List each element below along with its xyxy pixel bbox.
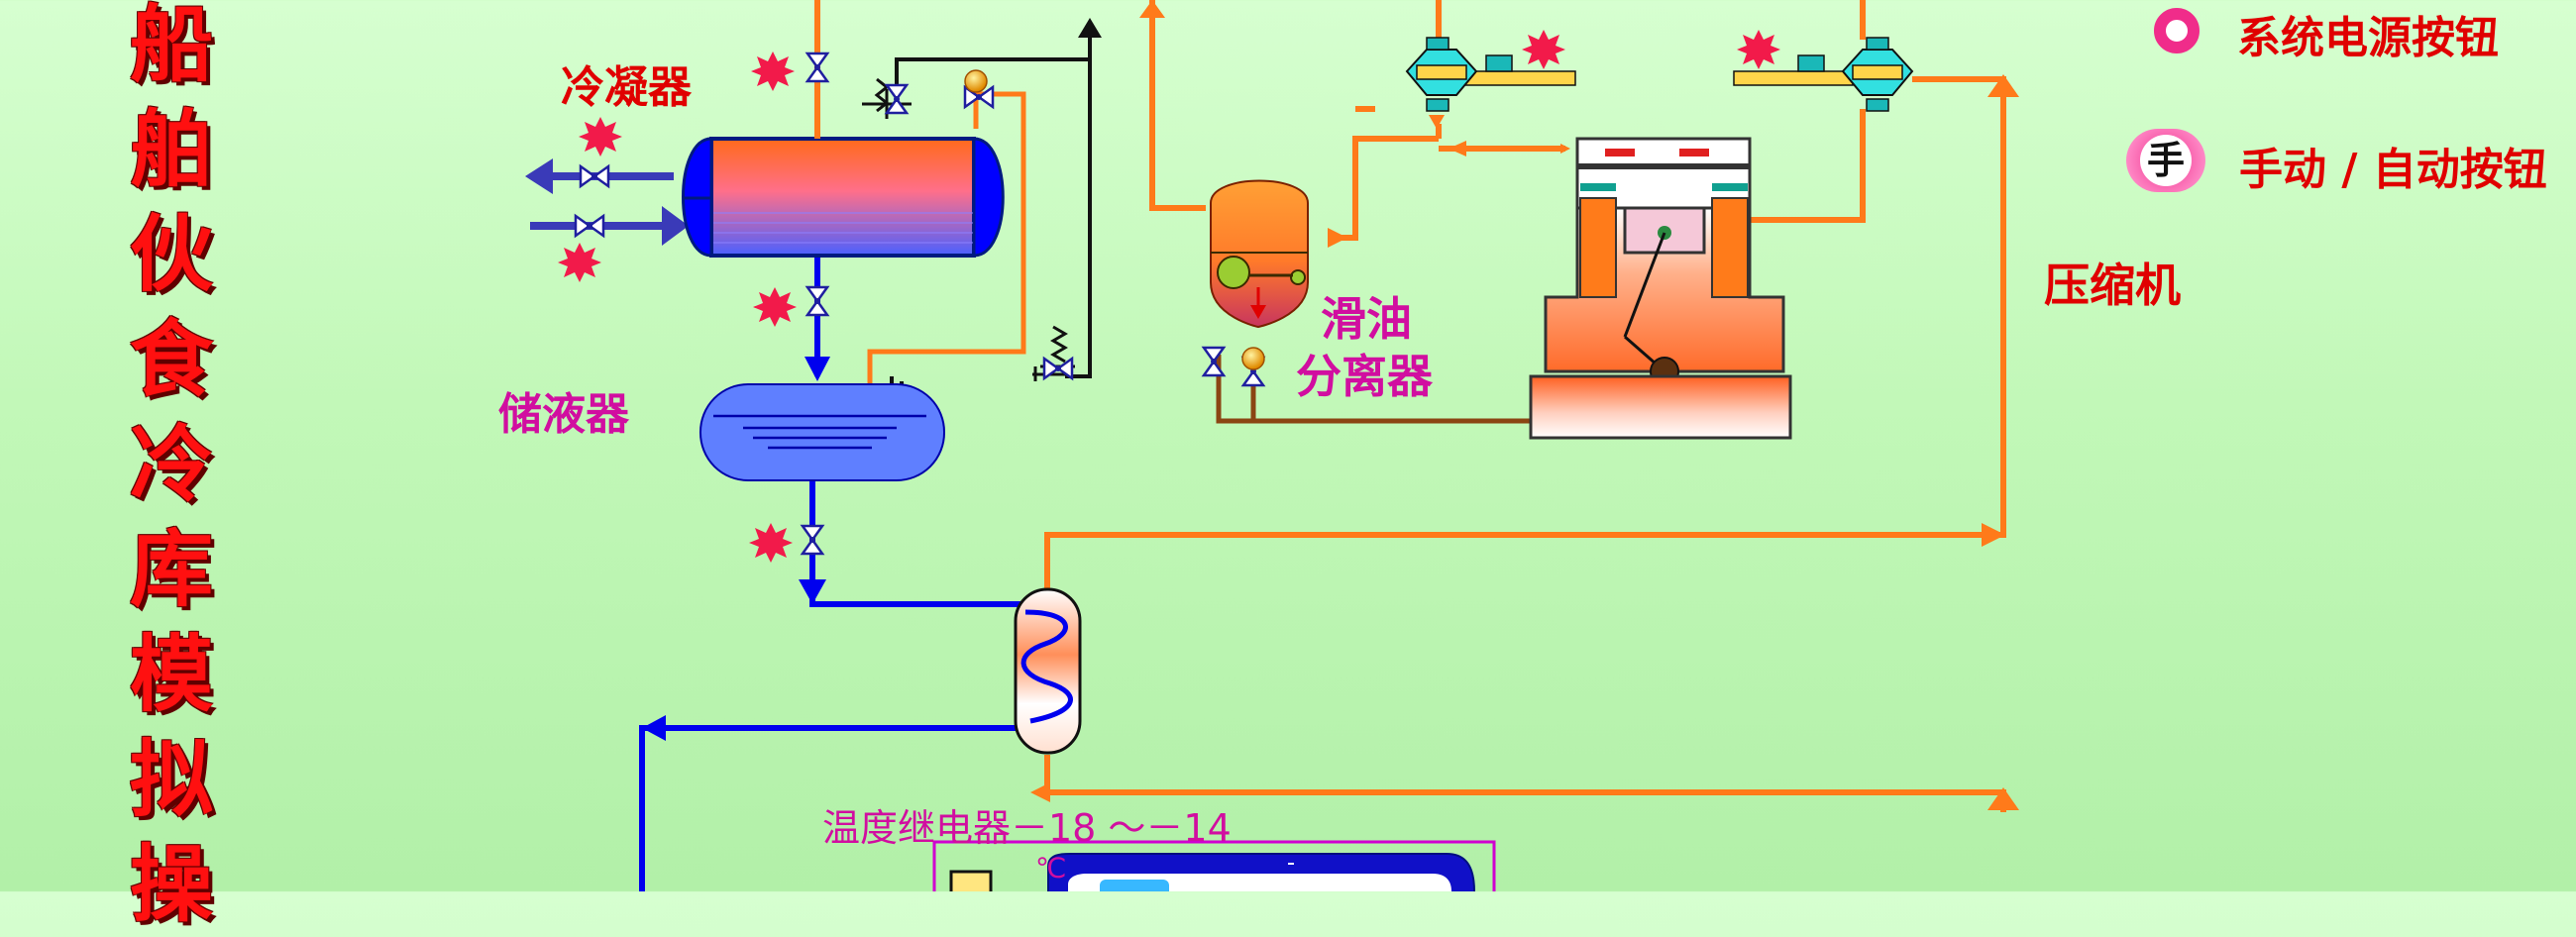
oil-separator bbox=[1210, 179, 1309, 329]
operation-point-icon[interactable] bbox=[753, 287, 797, 327]
valve-icon bbox=[805, 52, 829, 83]
hot-gas-lines bbox=[814, 0, 2006, 812]
title-char: 模 bbox=[129, 625, 213, 723]
oil-separator-label-line2: 分离器 bbox=[1296, 350, 1433, 403]
operation-point-icon[interactable] bbox=[1522, 30, 1565, 69]
flow-arrow-icons bbox=[1030, 0, 2019, 810]
piping-schematic bbox=[525, 0, 2019, 891]
arrow-right-icon bbox=[662, 206, 689, 246]
solenoid-indicator-icon bbox=[964, 69, 988, 93]
discharge-stop-valve bbox=[1733, 37, 1914, 112]
manual-auto-legend: 手动 / 自动按钮 bbox=[2239, 145, 2547, 195]
valve-icon bbox=[885, 83, 909, 115]
title-char: 食 bbox=[129, 310, 213, 408]
operation-point-icon[interactable] bbox=[579, 117, 622, 156]
title-char: 拟 bbox=[129, 730, 213, 828]
compressor-label: 压缩机 bbox=[2044, 259, 2181, 312]
cold-room-panel bbox=[932, 840, 1496, 891]
operation-point-icon[interactable] bbox=[749, 523, 793, 563]
valve-icon bbox=[805, 285, 829, 317]
suction-stop-valve bbox=[1405, 37, 1576, 112]
refrigeration-diagram: 船 舶 伙 食 冷 库 模 拟 操 bbox=[130, 0, 2547, 933]
degree-mark: ℃ bbox=[1035, 852, 1067, 885]
solenoid-indicator-icon bbox=[1241, 347, 1265, 370]
oil-separator-label-line1: 滑油 bbox=[1321, 292, 1412, 346]
flow-arrow-icons bbox=[642, 357, 830, 741]
valve-icon bbox=[801, 524, 824, 556]
title-char: 伙 bbox=[129, 205, 213, 303]
manual-glyph: 手 bbox=[2140, 135, 2192, 186]
arrow-up-icon bbox=[1078, 18, 1102, 38]
title-char: 库 bbox=[129, 520, 213, 618]
heat-exchanger bbox=[1014, 587, 1082, 755]
valve-icon bbox=[579, 164, 610, 188]
thermostat-label: 温度继电器－18 ～－14 bbox=[822, 806, 1232, 850]
arrow-left-icon bbox=[525, 158, 553, 194]
operation-point-icon[interactable] bbox=[1737, 30, 1780, 69]
operation-point-icon[interactable] bbox=[558, 243, 601, 282]
operation-point-icon[interactable] bbox=[751, 52, 795, 91]
condenser-label: 冷凝器 bbox=[561, 62, 692, 113]
condenser bbox=[682, 137, 1005, 258]
title-char: 冷 bbox=[129, 415, 213, 513]
oil-return-line bbox=[1216, 355, 1551, 424]
power-button-legend: 系统电源按钮 bbox=[2237, 13, 2499, 63]
vertical-title: 船 舶 伙 食 冷 库 模 拟 操 bbox=[117, 0, 226, 937]
manual-auto-button[interactable]: 手 bbox=[2126, 129, 2205, 192]
title-char: 舶 bbox=[129, 100, 213, 198]
liquid-receiver bbox=[699, 383, 945, 481]
power-button-icon[interactable] bbox=[2154, 8, 2200, 53]
valve-icon bbox=[574, 214, 605, 238]
title-char: 船 bbox=[129, 0, 213, 93]
receiver-label: 储液器 bbox=[498, 389, 629, 440]
compressor bbox=[1529, 137, 1792, 440]
